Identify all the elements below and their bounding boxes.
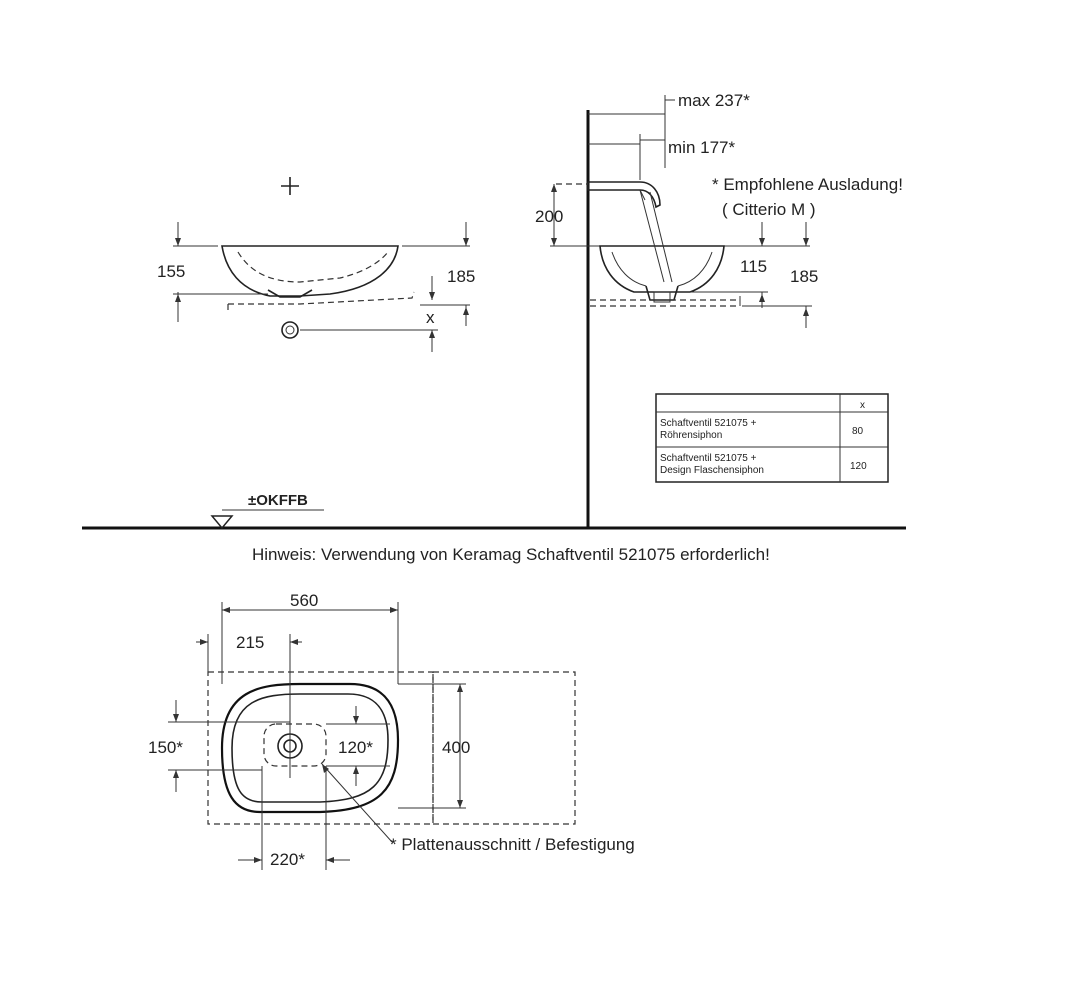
offset-215-label: 215 bbox=[236, 633, 264, 652]
counter-outline-right bbox=[432, 671, 576, 825]
width-560-label: 560 bbox=[290, 591, 318, 610]
basin-outer-top bbox=[220, 682, 400, 814]
dim-220-label: 220* bbox=[270, 850, 305, 869]
basin-side-profile bbox=[221, 245, 399, 297]
siphon-table: x Schaftventil 521075 + Röhrensiphon 80 … bbox=[655, 393, 889, 483]
floor: ±OKFFB bbox=[82, 492, 906, 530]
height-400-label: 400 bbox=[442, 738, 470, 757]
max-spout-label: max 237* bbox=[678, 91, 750, 110]
side-view: 155 185 x bbox=[157, 177, 475, 352]
front-view: max 237* min 177* 200 bbox=[535, 91, 903, 528]
top-view: 560 215 150* 120* 400 bbox=[148, 591, 635, 870]
basin-front-profile bbox=[599, 245, 725, 293]
table-row-label-line1: Schaftventil 521075 + bbox=[660, 418, 757, 429]
floor-label: ±OKFFB bbox=[248, 492, 308, 509]
depth-185-label: 185 bbox=[790, 267, 818, 286]
recommendation-note-line2: ( Citterio M ) bbox=[722, 200, 816, 219]
table-row: Schaftventil 521075 + Röhrensiphon 80 bbox=[660, 418, 864, 441]
depth-115-label: 115 bbox=[740, 257, 767, 276]
crosshair-symbol bbox=[281, 177, 299, 195]
table-row-label-line2: Röhrensiphon bbox=[660, 430, 722, 441]
dim-185-label: 185 bbox=[447, 267, 475, 286]
dim-150-label: 150* bbox=[148, 738, 183, 757]
min-spout-label: min 177* bbox=[668, 138, 735, 157]
table-row-value: 80 bbox=[852, 426, 864, 437]
basin-inner-top bbox=[231, 693, 389, 803]
mounting-plate-cutout bbox=[263, 723, 327, 767]
floor-level-symbol bbox=[210, 515, 234, 530]
table-header-x: x bbox=[860, 400, 865, 411]
table-row-label-line2: Design Flaschensiphon bbox=[660, 465, 764, 476]
drain-symbol bbox=[281, 321, 299, 339]
dim-120-label: 120* bbox=[338, 738, 373, 757]
callout-leader bbox=[321, 763, 393, 843]
dim-x-label: x bbox=[426, 308, 435, 327]
callout-label: * Plattenausschnitt / Befestigung bbox=[390, 835, 635, 854]
hint-text: Hinweis: Verwendung von Keramag Schaftve… bbox=[252, 545, 770, 564]
table-row: Schaftventil 521075 + Design Flaschensip… bbox=[660, 453, 867, 476]
table-row-label-line1: Schaftventil 521075 + bbox=[660, 453, 757, 464]
table-row-value: 120 bbox=[850, 461, 867, 472]
recommendation-note-line1: * Empfohlene Ausladung! bbox=[712, 175, 903, 194]
height-200-label: 200 bbox=[535, 207, 563, 226]
faucet-spout bbox=[587, 181, 661, 209]
dim-155-label: 155 bbox=[157, 262, 185, 281]
